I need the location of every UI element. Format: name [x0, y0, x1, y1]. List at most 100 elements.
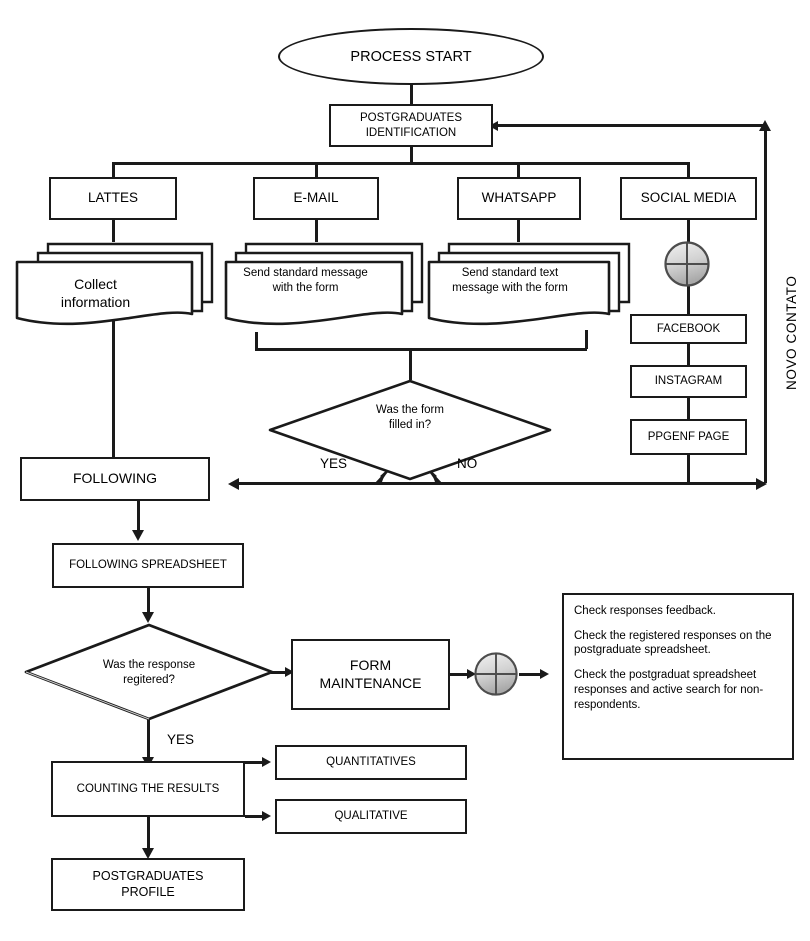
arrowhead-to-qualitative	[262, 811, 271, 821]
junction-form-maintenance	[473, 651, 519, 697]
branch-drop-lattes	[112, 162, 115, 178]
edge-instagram-to-ppgenf	[687, 398, 690, 420]
node-ppgenf-label: PPGENF PAGE	[647, 430, 730, 443]
feedback-loop-label: NOVO CONTATO	[784, 275, 799, 390]
arrowhead-spreadsheet-to-decision	[142, 612, 154, 623]
arrowhead-to-form-maintenance	[285, 667, 294, 677]
edge-facebook-to-instagram	[687, 344, 690, 366]
note-check-responses: Check responses feedback. Check the regi…	[562, 593, 794, 760]
branch-bus-horizontal	[113, 162, 689, 165]
arrowhead-feedback-rail-top	[759, 120, 771, 131]
node-whatsapp-label: WHATSAPP	[481, 190, 557, 206]
edge-junction-to-note	[519, 673, 544, 676]
note-line-1: Check responses feedback.	[574, 605, 716, 617]
profile-line1: POSTGRADUATES	[92, 868, 204, 883]
merge-bar-docs	[255, 348, 587, 351]
edge-counting-to-qualitative	[245, 815, 265, 818]
bus-yes-no-horizontal	[236, 482, 765, 485]
node-lattes: LATTES	[49, 177, 177, 220]
branch-drop-social	[687, 162, 690, 178]
edge-form-maintenance-to-junction	[450, 673, 470, 676]
edge-ppgenf-to-bus	[687, 455, 690, 483]
node-decision-form-filled	[267, 378, 553, 482]
node-social-media: SOCIAL MEDIA	[620, 177, 757, 220]
note-line-3: Check the postgraduat spreadsheet respon…	[574, 669, 764, 711]
node-quantitatives: QUANTITATIVES	[275, 745, 467, 780]
feedback-loop-rail	[764, 128, 767, 483]
edge-start-to-identification	[410, 85, 413, 105]
node-lattes-label: LATTES	[87, 190, 138, 206]
edge-label-yes-form: YES	[320, 456, 348, 471]
decision-response-line1: Was the response	[102, 659, 196, 671]
node-postgraduates-profile: POSTGRADUATES PROFILE	[51, 858, 245, 911]
node-identification-line2: IDENTIFICATION	[365, 126, 457, 139]
branch-drop-whatsapp	[517, 162, 520, 178]
edge-counting-to-quantitatives	[245, 761, 265, 764]
form-maintenance-line1: FORM	[349, 657, 392, 673]
note-line-2: Check the registered responses on the po…	[574, 629, 772, 657]
arrowhead-to-note	[540, 669, 549, 679]
edge-identification-down	[410, 147, 413, 164]
decision-form-line1: Was the form	[376, 404, 444, 416]
edge-merge-to-decision-form	[409, 348, 412, 380]
decision-form-line2: filled in?	[388, 418, 432, 431]
arrowhead-to-profile	[142, 848, 154, 859]
node-following-spreadsheet-label: FOLLOWING SPREADSHEET	[69, 559, 227, 572]
node-following-spreadsheet: FOLLOWING SPREADSHEET	[52, 543, 244, 588]
node-decision-form-label: Was the form filled in?	[330, 403, 490, 433]
arrowhead-to-quantitatives	[262, 757, 271, 767]
edge-label-no-form: NO	[457, 456, 478, 471]
node-decision-response-label: Was the response regitered?	[70, 658, 228, 688]
form-maintenance-line2: MAINTENANCE	[319, 674, 422, 691]
node-instagram-label: INSTAGRAM	[654, 375, 723, 388]
node-facebook: FACEBOOK	[630, 314, 747, 344]
node-quantitatives-label: QUANTITATIVES	[326, 756, 416, 769]
decision-response-line2: regitered?	[123, 673, 175, 686]
node-ppgenf-page: PPGENF PAGE	[630, 419, 747, 455]
node-social-media-label: SOCIAL MEDIA	[640, 190, 737, 206]
edge-following-to-spreadsheet	[137, 501, 140, 533]
node-following-label: FOLLOWING	[72, 470, 157, 487]
edge-decision-response-to-form-maintenance	[271, 671, 287, 674]
node-email: E-MAIL	[253, 177, 379, 220]
profile-line2: PROFILE	[121, 884, 175, 899]
node-instagram: INSTAGRAM	[630, 365, 747, 398]
arrowhead-following-to-spreadsheet	[132, 530, 144, 541]
node-facebook-label: FACEBOOK	[656, 322, 721, 335]
junction-social-media	[663, 240, 711, 288]
node-whatsapp-message-docstack	[425, 240, 635, 335]
edge-label-yes-response: YES	[167, 732, 195, 747]
edge-whatsapp-down	[517, 220, 520, 242]
node-whatsapp: WHATSAPP	[457, 177, 581, 220]
arrowhead-to-junction	[467, 669, 476, 679]
node-counting-the-results: COUNTING THE RESULTS	[51, 761, 245, 817]
node-qualitative: QUALITATIVE	[275, 799, 467, 834]
edge-decision-response-yes	[147, 719, 150, 761]
edge-email-down	[315, 220, 318, 242]
node-decision-response-registered	[23, 622, 275, 722]
arrowhead-feedback-into-identification	[489, 121, 498, 131]
arrowhead-bus-left	[228, 478, 239, 490]
node-email-label: E-MAIL	[293, 190, 339, 206]
edge-collect-to-following	[112, 300, 115, 458]
edge-spreadsheet-to-decision-response	[147, 588, 150, 616]
merge-right-riser	[585, 330, 588, 349]
node-qualitative-label: QUALITATIVE	[334, 810, 408, 823]
branch-drop-email	[315, 162, 318, 178]
node-email-message-docstack	[222, 240, 427, 335]
node-form-maintenance: FORM MAINTENANCE	[291, 639, 450, 710]
edge-junction-to-facebook	[687, 282, 690, 315]
edge-social-down	[687, 220, 690, 246]
arrowhead-bus-right	[756, 478, 767, 490]
node-process-start: PROCESS START	[278, 28, 544, 85]
edge-lattes-down	[112, 220, 115, 242]
node-identification-line1: POSTGRADUATES	[359, 112, 463, 125]
node-collect-information-docstack	[12, 240, 217, 335]
node-following: FOLLOWING	[20, 457, 210, 501]
edge-counting-to-profile	[147, 817, 150, 852]
node-counting-label: COUNTING THE RESULTS	[76, 782, 220, 795]
node-process-start-label: PROCESS START	[350, 48, 472, 65]
node-postgraduates-identification: POSTGRADUATES IDENTIFICATION	[329, 104, 493, 147]
feedback-loop-top-return	[494, 124, 766, 127]
